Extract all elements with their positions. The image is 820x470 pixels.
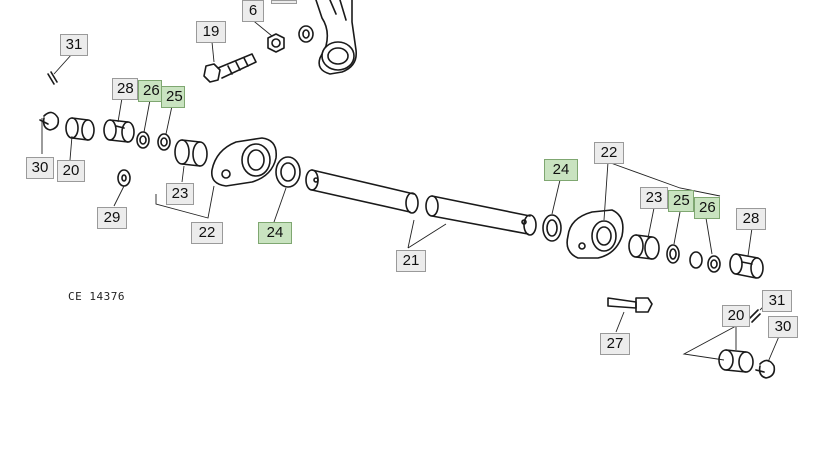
sleeve-28b	[729, 253, 764, 279]
seal-24a	[275, 156, 301, 188]
callout-28-right: 28	[736, 208, 766, 230]
callout-20-right: 20	[722, 305, 750, 327]
callout-26-left: 26	[138, 80, 162, 102]
callout-30-right: 30	[768, 316, 798, 338]
bushing-20a	[65, 117, 95, 141]
bushing-23a	[174, 139, 208, 167]
callout-cut-top	[271, 0, 297, 4]
flange-bearing-22b	[566, 209, 624, 259]
nut-6	[267, 33, 285, 53]
callout-24-left: 24	[258, 222, 292, 244]
callout-23-left: 23	[166, 183, 194, 205]
seal-24b	[542, 214, 562, 242]
bolt-27	[607, 297, 653, 313]
callout-22-right: 22	[594, 142, 624, 164]
bushing-23b	[628, 234, 660, 260]
callout-25-right: 25	[668, 190, 694, 212]
clip-30b	[755, 359, 776, 379]
bolt-19	[203, 53, 257, 83]
sleeve-28a	[103, 119, 135, 143]
pin-31a	[47, 73, 55, 85]
callout-26-right: 26	[694, 197, 720, 219]
callout-19: 19	[196, 21, 226, 43]
callout-22-left: 22	[191, 222, 223, 244]
washer-26b-outer	[689, 251, 703, 269]
callout-28-left: 28	[112, 78, 138, 100]
callout-21: 21	[396, 250, 426, 272]
callout-23-right: 23	[640, 187, 668, 209]
washer-29	[117, 169, 131, 187]
shaft-21b	[425, 195, 537, 236]
pin-31b	[749, 309, 759, 319]
leader-lines	[41, 17, 781, 363]
callout-24-right: 24	[544, 159, 578, 181]
washer-25a	[157, 133, 171, 151]
callout-6: 6	[242, 0, 264, 22]
flange-bearing-22a	[210, 137, 278, 187]
callout-27: 27	[600, 333, 630, 355]
shaft-21a	[305, 169, 419, 214]
callout-25-left: 25	[161, 86, 185, 108]
callout-30-left: 30	[26, 157, 54, 179]
washer-25b	[666, 244, 680, 264]
clip-30a	[39, 111, 60, 131]
callout-29: 29	[97, 207, 127, 229]
washer-26b	[707, 255, 721, 273]
washer-6b	[298, 25, 314, 43]
reference-code: CE 14376	[68, 290, 125, 303]
lever-part	[315, 0, 358, 75]
callout-20-left: 20	[57, 160, 85, 182]
washer-26a	[136, 131, 150, 149]
callout-31-left: 31	[60, 34, 88, 56]
callout-31-right: 31	[762, 290, 792, 312]
bushing-20b	[718, 349, 754, 373]
